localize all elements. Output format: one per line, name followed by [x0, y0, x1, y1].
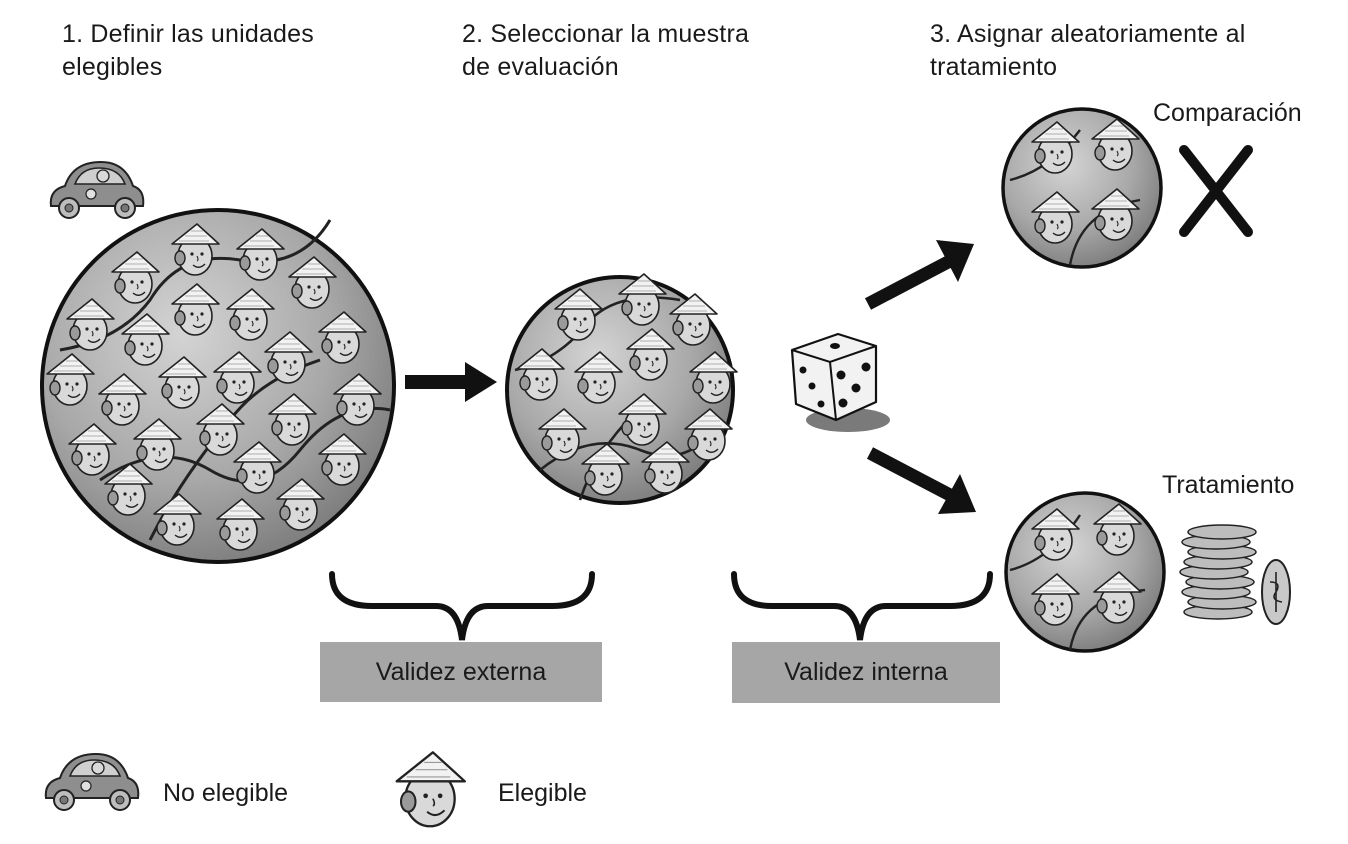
step-1-title: 1. Definir las unidades elegibles — [62, 20, 314, 81]
treatment-group-globe — [1004, 491, 1166, 653]
legend-eligible-label: Elegible — [498, 779, 587, 807]
dice-icon — [790, 332, 890, 432]
arrow-down-right-icon — [866, 447, 976, 514]
legend-person-icon — [395, 751, 466, 828]
cross-icon — [1179, 145, 1253, 237]
coins-icon — [1179, 524, 1291, 625]
internal-validity-box: Validez interna — [732, 642, 1000, 703]
arrow-up-right-icon — [864, 240, 974, 310]
treatment-label: Tratamiento — [1162, 471, 1295, 499]
legend-car-icon — [44, 753, 140, 811]
comparison-group-globe — [1001, 107, 1163, 269]
eligible-units-globe — [40, 208, 396, 564]
internal-validity-brace — [731, 571, 993, 641]
external-validity-box: Validez externa — [320, 642, 602, 702]
evaluation-sample-globe — [505, 273, 738, 505]
external-validity-brace — [329, 571, 595, 641]
comparison-label: Comparación — [1153, 99, 1302, 127]
car-icon — [49, 161, 145, 219]
arrow-right-icon — [405, 362, 497, 402]
step-3-title: 3. Asignar aleatoriamente al tratamiento — [930, 20, 1246, 81]
legend-not-eligible-label: No elegible — [163, 779, 289, 807]
step-2-title: 2. Seleccionar la muestra de evaluación — [462, 20, 750, 81]
